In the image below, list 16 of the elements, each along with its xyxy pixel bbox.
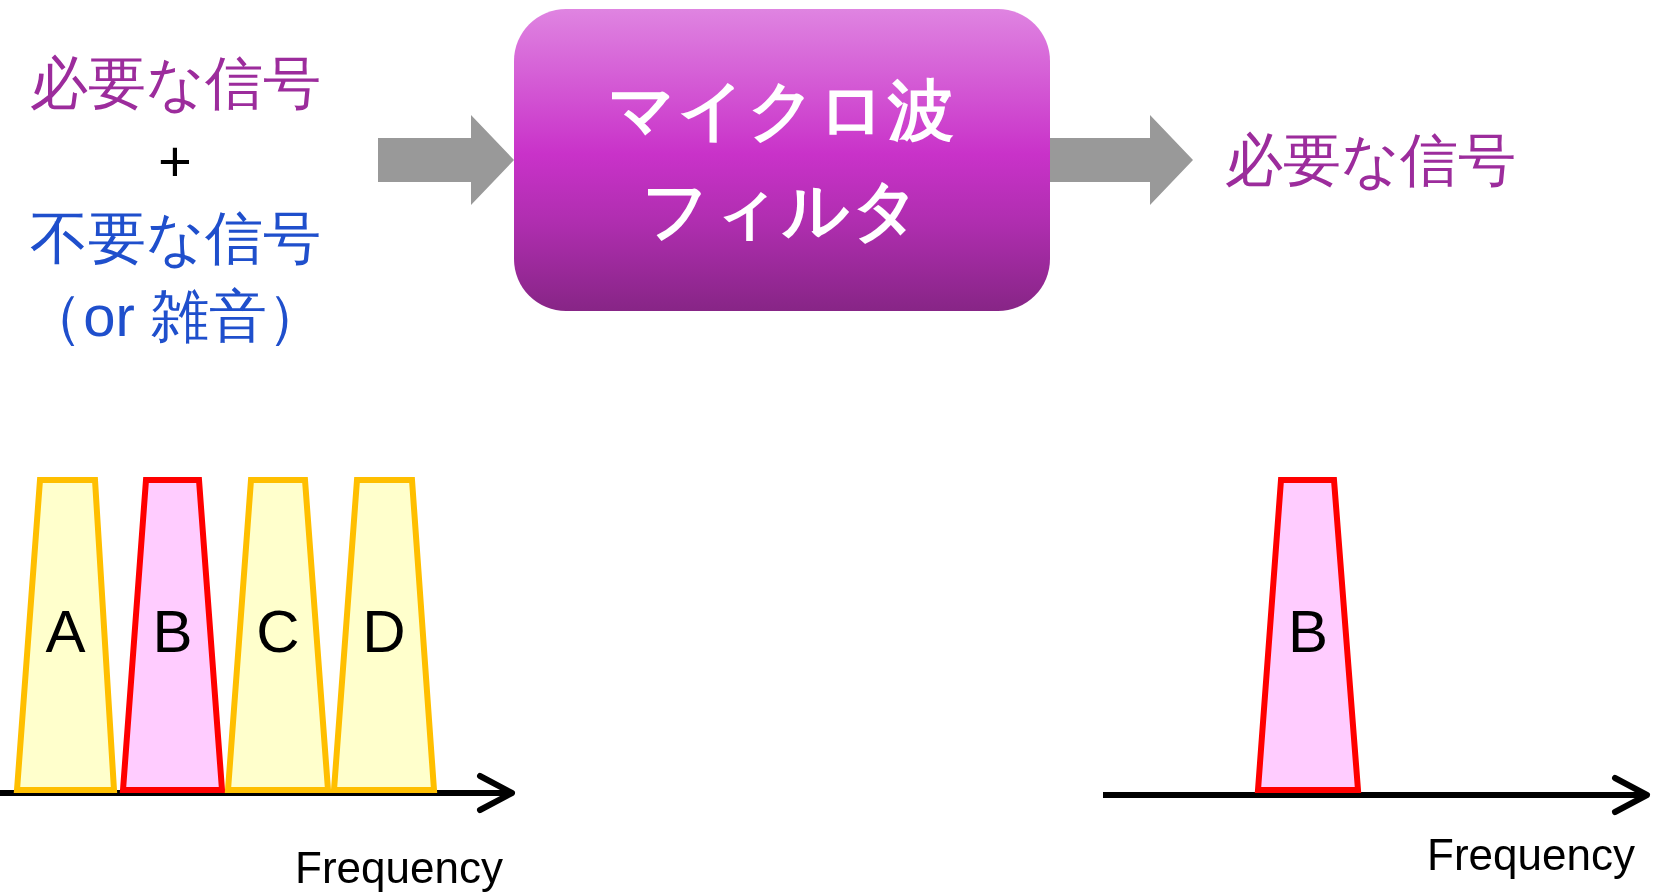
filter-box <box>514 9 1050 311</box>
axis-label: Frequency <box>1427 830 1635 880</box>
block-arrow <box>378 115 514 205</box>
signal-label: 不要な信号 <box>29 204 321 272</box>
band-letter: B <box>1287 597 1329 667</box>
signal-label: （or 雑音） <box>25 282 325 350</box>
signal-label: 必要な信号 <box>29 49 321 117</box>
signal-label: 必要な信号 <box>1225 126 1516 194</box>
plus-sign: + <box>158 127 192 195</box>
block-arrow <box>1050 115 1193 205</box>
band-letter: C <box>255 597 301 667</box>
band-letter: D <box>361 597 407 667</box>
axis-label: Frequency <box>295 843 503 893</box>
band-letter: A <box>44 597 87 667</box>
band-letter: B <box>151 597 194 667</box>
filter-label: マイクロ波フィルタ <box>607 72 957 249</box>
